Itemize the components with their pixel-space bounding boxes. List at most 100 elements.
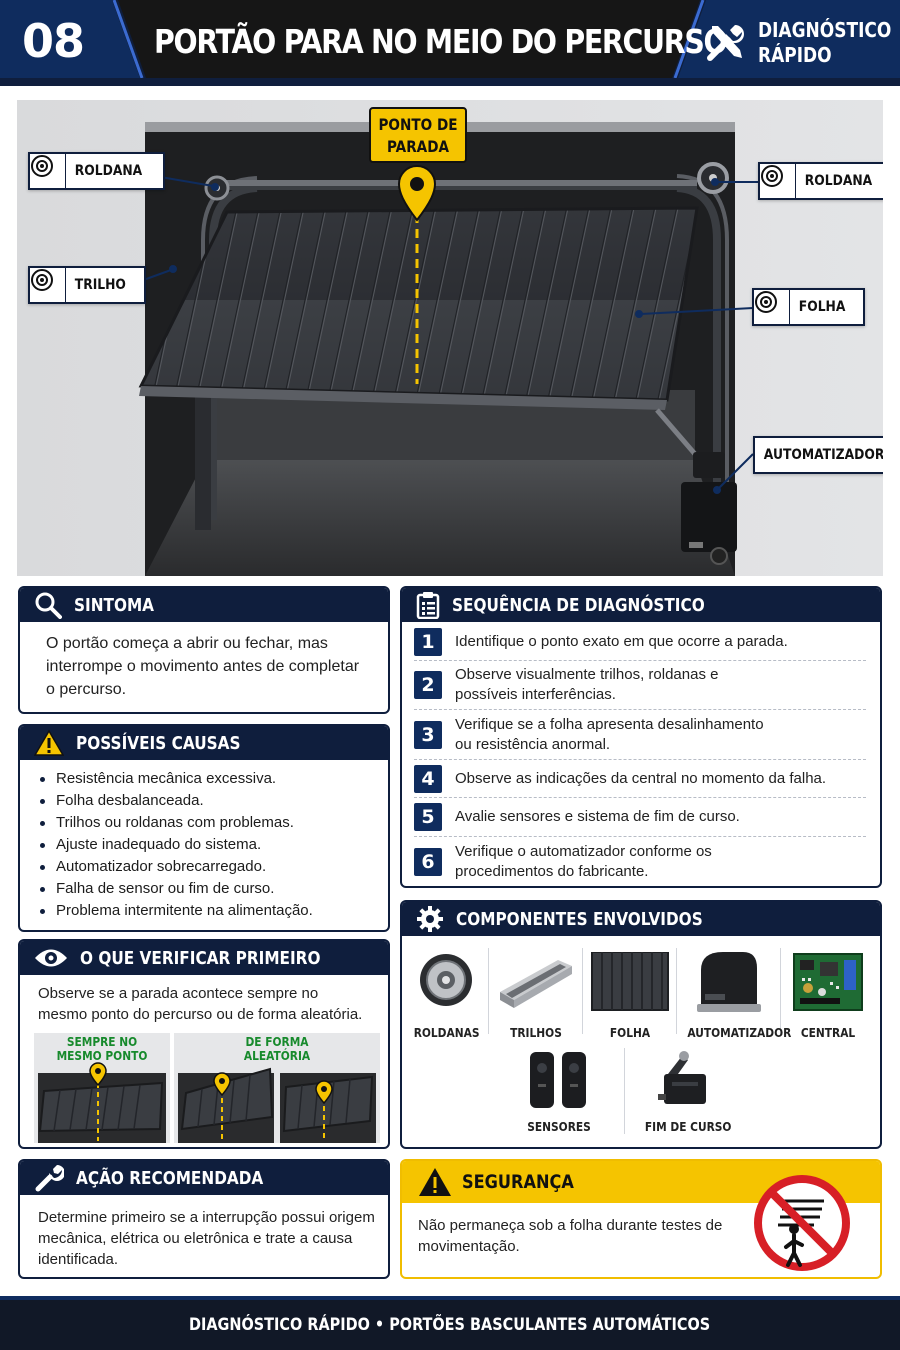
component-fim-de-curso: FIM DE CURSO xyxy=(638,1048,731,1134)
gate-motor-icon xyxy=(697,952,761,1012)
diagnostic-sequence-panel: SEQUÊNCIA DE DIAGNÓSTICO 1 Identifique o … xyxy=(400,586,882,888)
footer-text: DIAGNÓSTICO RÁPIDO • PORTÕES BASCULANTES… xyxy=(189,1315,711,1335)
control-board-icon xyxy=(793,953,863,1011)
step-3: 3 Verifique se a folha apresenta desalinh… xyxy=(414,710,866,760)
mini-doors-icon xyxy=(178,1067,376,1143)
target-icon xyxy=(755,291,777,313)
callout-label: FOLHA xyxy=(798,299,846,315)
garage-illustration: PONTO DE PARADA ROLDANA TRILHO ROLDANA F… xyxy=(17,100,883,576)
step-text: Observe as indicações da central no mome… xyxy=(455,769,827,787)
step-text: Verifique se a folha apresenta desalinha… xyxy=(455,715,764,733)
step-number: 3 xyxy=(414,720,442,749)
callout-label: AUTOMATIZADOR xyxy=(763,447,883,463)
step-text: Avalie sensores e sistema de fim de curs… xyxy=(455,808,740,825)
symptom-title: SINTOMA xyxy=(74,594,155,616)
badge-line-1: DIAGNÓSTICO xyxy=(758,18,892,42)
random-point-example: DE FORMA ALEATÓRIA xyxy=(174,1033,380,1143)
steps-list: 1 Identifique o ponto exato em que ocorre… xyxy=(402,622,880,886)
component-folha: FOLHA xyxy=(588,951,672,1040)
safety-text: Não permaneça sob a folha durante testes… xyxy=(418,1217,723,1255)
step-number: 1 xyxy=(414,628,442,656)
step-5: 5 Avalie sensores e sistema de fim de cur… xyxy=(414,798,866,837)
component-central: CENTRAL xyxy=(786,952,870,1040)
stop-point-line-2: PARADA xyxy=(386,137,450,156)
step-text: Identifique o ponto exato em que ocorre … xyxy=(455,633,788,650)
sensor-icon xyxy=(530,1052,586,1108)
warning-icon xyxy=(419,1168,451,1196)
causes-title: POSSÍVEIS CAUSAS xyxy=(76,732,241,754)
diagnostic-sequence-title: SEQUÊNCIA DE DIAGNÓSTICO xyxy=(452,594,705,616)
component-sensores: SENSORES xyxy=(512,1048,606,1134)
random-point-label-1: DE FORMA xyxy=(245,1034,309,1049)
list-item: Problema intermitente na alimentação. xyxy=(38,900,388,922)
step-text: Verifique o automatizador conforme os xyxy=(455,843,712,860)
target-icon xyxy=(31,155,53,177)
step-1: 1 Identifique o ponto exato em que ocorre… xyxy=(414,624,866,661)
recommended-action-panel: AÇÃO RECOMENDADA Determine primeiro se a… xyxy=(18,1159,390,1279)
list-item: Folha desbalanceada. xyxy=(38,790,388,812)
page-footer: DIAGNÓSTICO RÁPIDO • PORTÕES BASCULANTES… xyxy=(0,1296,900,1350)
page-header: 08 PORTÃO PARA NO MEIO DO PERCURSO DIAGN… xyxy=(0,0,900,86)
safety-title: SEGURANÇA xyxy=(462,1171,574,1193)
list-item: Ajuste inadequado do sistema. xyxy=(38,834,388,856)
callout-label: TRILHO xyxy=(74,277,126,293)
tools-icon xyxy=(707,25,744,61)
page-title: PORTÃO PARA NO MEIO DO PERCURSO xyxy=(154,22,728,61)
check-first-text: Observe se a parada acontece sempre no m… xyxy=(38,985,363,1023)
components-title: COMPONENTES ENVOLVIDOS xyxy=(456,908,703,930)
step-number: 5 xyxy=(414,803,442,831)
header-band xyxy=(0,0,900,78)
step-number: 4 xyxy=(414,764,442,793)
list-item: Falha de sensor ou fim de curso. xyxy=(38,878,388,900)
clipboard-icon xyxy=(416,592,440,619)
component-automatizador: AUTOMATIZADOR xyxy=(680,948,791,1040)
garage-door-scene xyxy=(17,100,883,576)
list-item: Resistência mecânica excessiva. xyxy=(38,768,388,790)
step-number: 6 xyxy=(414,848,442,876)
callout-automatizador: AUTOMATIZADOR xyxy=(753,436,883,474)
warning-icon xyxy=(34,729,64,756)
search-icon xyxy=(35,592,62,619)
causes-list: Resistência mecânica excessiva. Folha de… xyxy=(20,760,388,922)
no-standing-under-door-icon xyxy=(754,1175,850,1271)
wrench-icon xyxy=(35,1165,64,1192)
callout-label: ROLDANA xyxy=(804,173,873,189)
list-item: Trilhos ou roldanas com problemas. xyxy=(38,812,388,834)
causes-panel: POSSÍVEIS CAUSAS Resistência mecânica ex… xyxy=(18,724,390,932)
check-first-panel: O QUE VERIFICAR PRIMEIRO Observe se a pa… xyxy=(18,939,390,1149)
step-text: ou resistência anormal. xyxy=(455,735,611,753)
step-text: Observe visualmente trilhos, roldanas e xyxy=(455,666,719,683)
callout-roldana-left: ROLDANA xyxy=(28,152,165,190)
stop-point-badge: PONTO DE PARADA xyxy=(369,107,467,163)
badge-line-2: RÁPIDO xyxy=(758,43,832,67)
component-trilhos: TRILHOS xyxy=(494,952,578,1040)
callout-folha: FOLHA xyxy=(752,288,865,326)
same-point-label-1: SEMPRE NO xyxy=(66,1034,138,1049)
stop-point-line-1: PONTO DE xyxy=(378,115,458,134)
same-point-example: SEMPRE NO MESMO PONTO xyxy=(34,1033,170,1143)
component-roldanas: ROLDANAS xyxy=(408,952,484,1040)
eye-icon xyxy=(35,949,67,967)
rail-icon xyxy=(500,960,572,1008)
same-point-label-2: MESMO PONTO xyxy=(56,1048,148,1063)
target-icon xyxy=(31,269,53,291)
callout-label: ROLDANA xyxy=(74,163,143,179)
mini-door-icon xyxy=(38,1062,166,1143)
step-text: possíveis interferências. xyxy=(455,686,616,703)
recommended-action-title: AÇÃO RECOMENDADA xyxy=(76,1167,264,1189)
step-text: procedimentos do fabricante. xyxy=(455,863,649,880)
step-4: 4 Observe as indicações da central no mom… xyxy=(414,760,866,798)
pulley-icon xyxy=(420,954,472,1006)
symptom-text: O portão começa a abrir ou fechar, mas i… xyxy=(46,635,360,698)
target-icon xyxy=(761,165,783,187)
door-leaf-icon xyxy=(591,951,669,1011)
recommended-action-text: Determine primeiro se a interrupção poss… xyxy=(38,1209,375,1268)
step-6: 6 Verifique o automatizador conforme os pr… xyxy=(414,837,866,886)
symptom-panel: SINTOMA O portão começa a abrir ou fecha… xyxy=(18,586,390,714)
safety-panel: SEGURANÇA Não permaneça sob a folha dura… xyxy=(400,1159,882,1279)
callout-trilho: TRILHO xyxy=(28,266,147,304)
card-number: 08 xyxy=(22,14,85,68)
check-first-title: O QUE VERIFICAR PRIMEIRO xyxy=(80,947,321,969)
callout-roldana-right: ROLDANA xyxy=(758,162,883,200)
